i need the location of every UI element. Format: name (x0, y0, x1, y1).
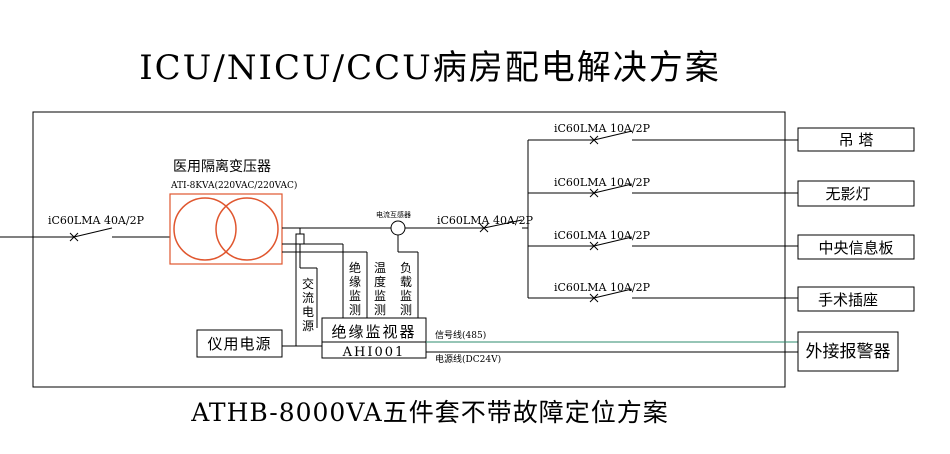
monitor-wires (282, 228, 419, 347)
ac-power-vertical-label: 交流电源 (302, 276, 314, 333)
transformer-model: ATI-8KVA(220VAC/220VAC) (170, 180, 297, 191)
breaker-branch-4-label: iC60LMA 10A/2P (554, 281, 651, 294)
load-1-label: 吊 塔 (839, 131, 874, 149)
current-transformer-label: 电流互感器 (376, 210, 411, 219)
load-4-box (797, 286, 915, 312)
external-alarm-box (797, 331, 899, 372)
branch-4 (528, 288, 798, 303)
load-4-label: 手术插座 (818, 291, 878, 309)
power-wire-label: 电源线(DC24V) (435, 353, 501, 365)
transformer-name: 医用隔离变压器 (173, 158, 271, 175)
temperature-vertical-label: 温度监测 (374, 261, 386, 317)
load-3-box (797, 234, 915, 260)
page-subtitle: ATHB-8000VA五件套不带故障定位方案 (191, 398, 669, 427)
signal-wire-label: 信号线(485) (435, 329, 486, 341)
insulation-monitor (321, 317, 427, 359)
branch-1 (528, 130, 798, 145)
monitor-model: AHI001 (342, 345, 406, 360)
instrument-power-box (196, 329, 283, 358)
external-alarm-label: 外接报警器 (806, 342, 891, 362)
insulation-vertical-label: 绝缘监测 (349, 260, 361, 317)
isolation-transformer (169, 193, 283, 265)
load-3-label: 中央信息板 (818, 239, 893, 257)
breaker-main-out-label: iC60LMA 40A/2P (437, 214, 534, 227)
page-title: ICU/NICU/CCU病房配电解决方案 (139, 48, 721, 88)
breaker-branch-2-label: iC60LMA 10A/2P (554, 176, 651, 189)
breaker-branch-1-label: iC60LMA 10A/2P (554, 122, 651, 135)
load-2-box (797, 180, 915, 207)
branch-2 (528, 183, 798, 198)
secondary-bus (282, 219, 528, 233)
instrument-power-label: 仪用电源 (207, 335, 271, 353)
load-1-box (797, 127, 915, 152)
branch-3 (528, 236, 798, 251)
diagram-frame (32, 111, 786, 388)
breaker-branch-3-label: iC60LMA 10A/2P (554, 229, 651, 242)
breaker-main-in-label: iC60LMA 40A/2P (48, 214, 145, 227)
current-transformer-symbol (390, 220, 406, 236)
load-vertical-label: 负载监测 (400, 261, 412, 317)
monitor-name: 绝缘监视器 (331, 323, 416, 341)
tap-fuse (295, 233, 305, 245)
incoming-feed (0, 227, 170, 242)
load-2-label: 无影灯 (825, 185, 870, 203)
